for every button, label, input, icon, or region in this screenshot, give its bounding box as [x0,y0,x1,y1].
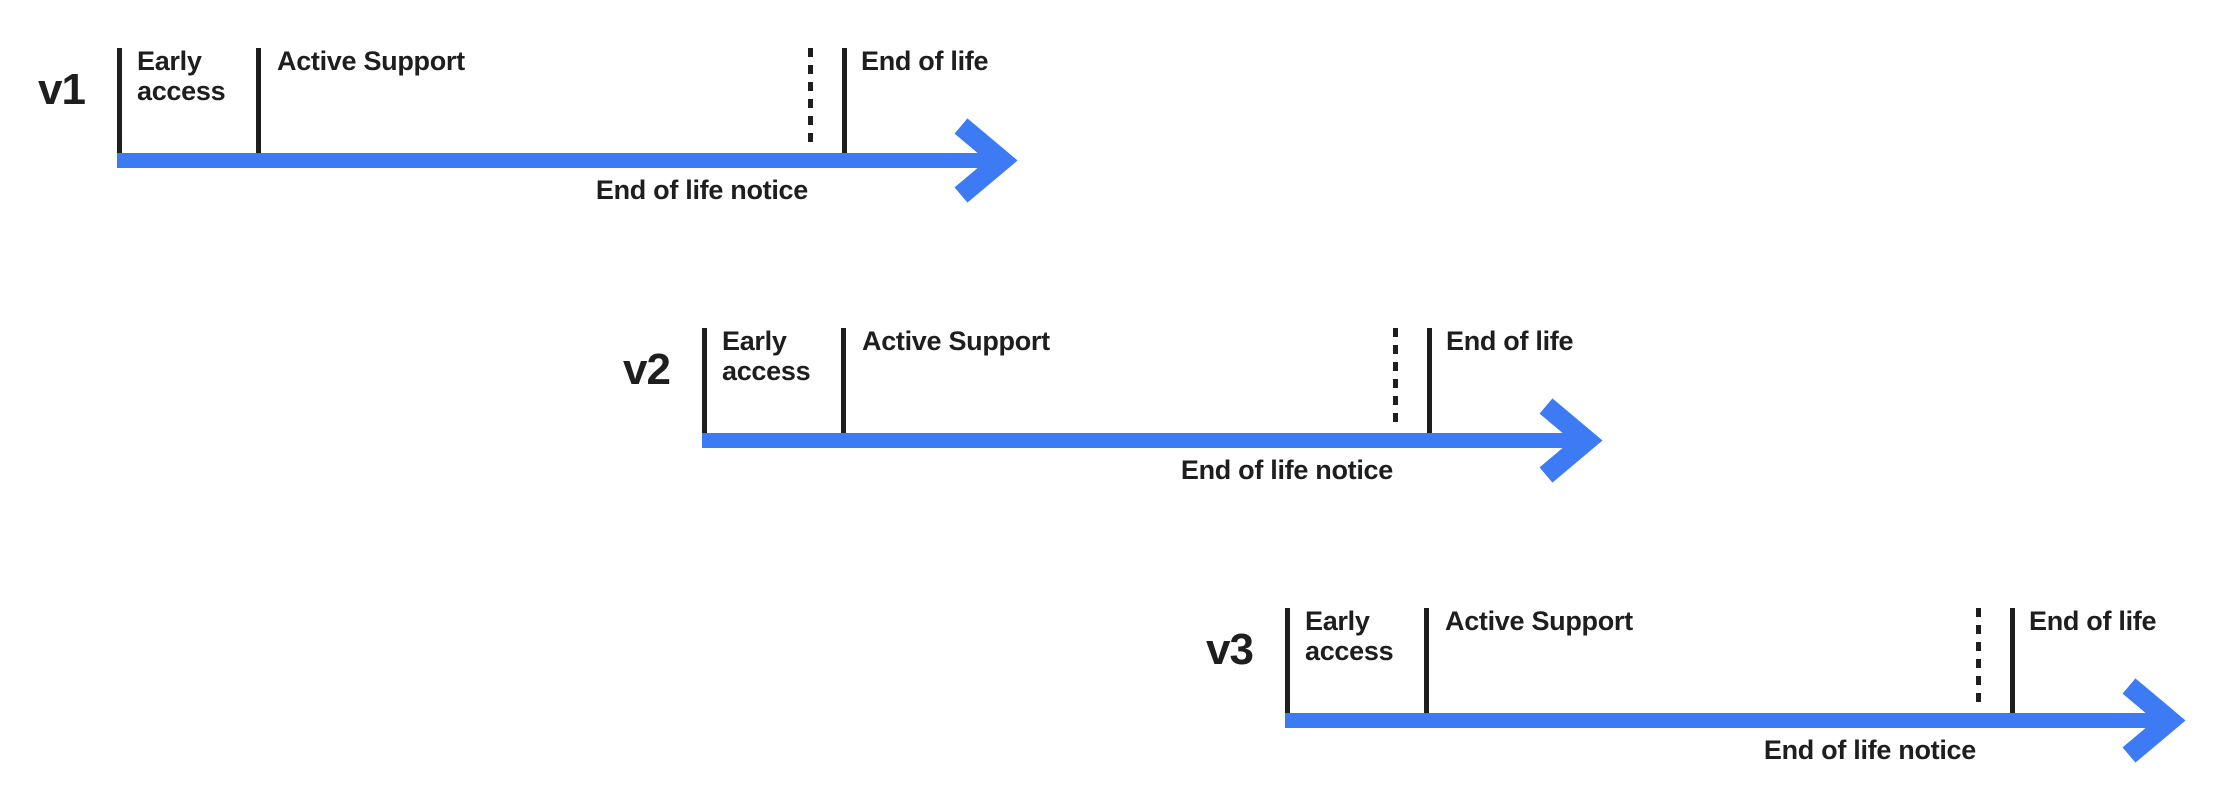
active-support-label: Active Support [1445,606,1633,636]
timeline-v1-graphic [117,48,1018,203]
end-of-life-tick [1427,328,1432,433]
end-of-life-notice-label: End of life notice [595,175,808,205]
early-access-label: Early access [722,326,811,386]
active-support-tick [256,48,261,153]
active-support-tick [841,328,846,433]
end-of-life-notice-label: End of life notice [1763,735,1976,765]
version-label: v2 [623,345,671,394]
early-access-label: Early access [137,46,226,106]
end-of-life-label: End of life [1446,326,1574,356]
active-support-label: Active Support [862,326,1050,356]
active-support-tick [1424,608,1429,713]
end-of-life-notice-label: End of life notice [1180,455,1393,485]
timeline-arrowhead-icon [2122,678,2186,763]
version-label: v1 [38,65,86,114]
end-of-life-tick [2010,608,2015,713]
timeline-v3-graphic [1285,608,2186,763]
early-access-tick [117,48,122,153]
timeline-v2-graphic [702,328,1603,483]
active-support-label: Active Support [277,46,465,76]
timeline-v2: v2 Early access Active Support End of li… [602,326,1662,498]
timeline-v1: v1 Early access Active Support End of li… [17,46,1077,218]
early-access-tick [702,328,707,433]
early-access-label: Early access [1305,606,1394,666]
timeline-arrowhead-icon [1539,398,1603,483]
end-of-life-tick [842,48,847,153]
end-of-life-label: End of life [2029,606,2157,636]
end-of-life-label: End of life [861,46,989,76]
version-label: v3 [1206,625,1254,674]
timeline-v3: v3 Early access Active Support End of li… [1185,606,2228,778]
timeline-arrowhead-icon [954,118,1018,203]
early-access-tick [1285,608,1290,713]
